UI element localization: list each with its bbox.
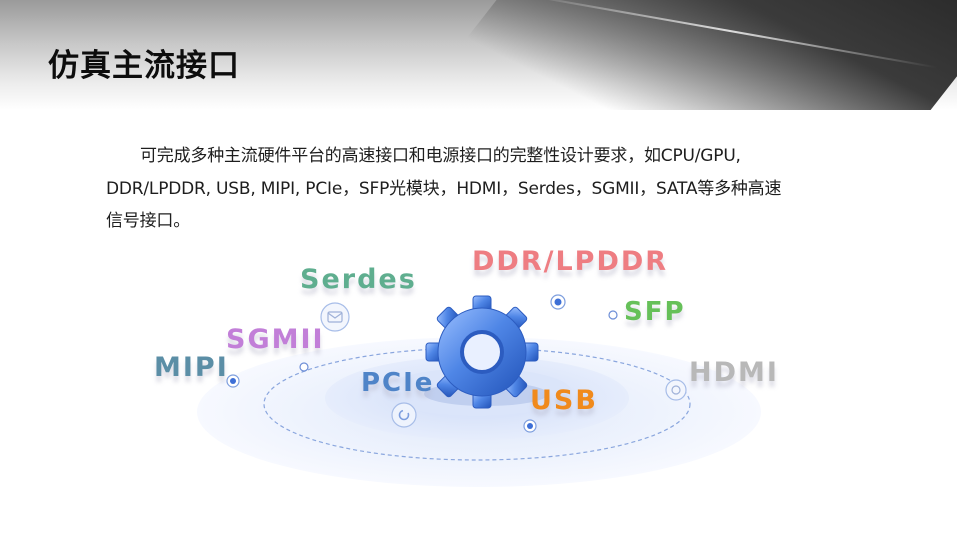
label-hdmi: HDMI <box>689 357 779 388</box>
dot-marker-icon <box>226 374 240 388</box>
dot-marker-icon <box>523 419 537 433</box>
refresh-icon <box>391 402 417 428</box>
dot-marker-icon <box>608 310 618 320</box>
description-paragraph: 可完成多种主流硬件平台的高速接口和电源接口的完整性设计要求，如CPU/GPU, … <box>106 146 782 231</box>
label-mipi: MIPI <box>154 352 229 383</box>
label-sfp: SFP <box>624 297 686 327</box>
label-serdes: Serdes <box>300 264 417 295</box>
dot-marker-icon <box>299 362 309 372</box>
mail-icon <box>320 302 350 332</box>
label-ddr-lpddr: DDR/LPDDR <box>472 246 669 277</box>
label-pcie: PCIe <box>361 368 435 398</box>
dot-marker-icon <box>550 294 566 310</box>
header-band <box>0 0 957 110</box>
page-title: 仿真主流接口 <box>48 48 240 84</box>
dot-marker-icon <box>665 379 687 401</box>
gear-icon <box>424 295 548 409</box>
label-sgmii: SGMII <box>226 324 325 355</box>
label-usb: USB <box>530 385 598 416</box>
